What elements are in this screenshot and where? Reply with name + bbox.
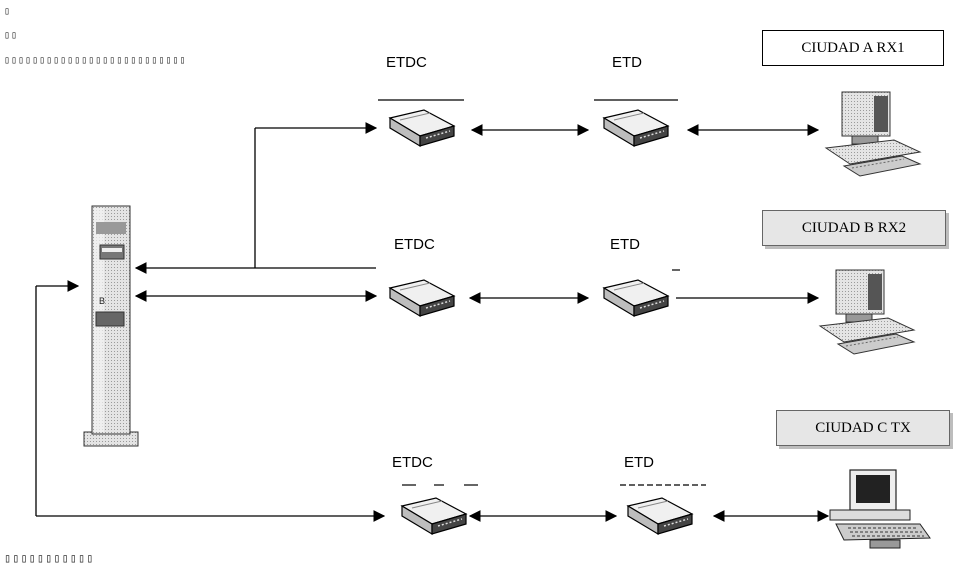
etdc-label-c: ETDC bbox=[392, 454, 433, 471]
etd-label-a: ETD bbox=[612, 54, 642, 71]
computer-icon bbox=[820, 270, 914, 354]
etdc-label-b: ETDC bbox=[394, 236, 435, 253]
etd-label-b: ETD bbox=[610, 236, 640, 253]
etdc-label-a: ETDC bbox=[386, 54, 427, 71]
computer-icon bbox=[830, 470, 930, 548]
modem-icon bbox=[402, 498, 466, 534]
city-box-c: CIUDAD C TX bbox=[776, 410, 950, 446]
etd-label-c: ETD bbox=[624, 454, 654, 471]
computer-icon bbox=[826, 92, 920, 176]
modem-icon bbox=[390, 280, 454, 316]
svg-text:B: B bbox=[99, 296, 105, 306]
server-tower-icon: B bbox=[84, 206, 138, 446]
city-box-b: CIUDAD B RX2 bbox=[762, 210, 946, 246]
modem-icon bbox=[604, 110, 668, 146]
modem-icon bbox=[390, 110, 454, 146]
modem-icon bbox=[604, 280, 668, 316]
city-box-a: CIUDAD A RX1 bbox=[762, 30, 944, 66]
modem-icon bbox=[628, 498, 692, 534]
